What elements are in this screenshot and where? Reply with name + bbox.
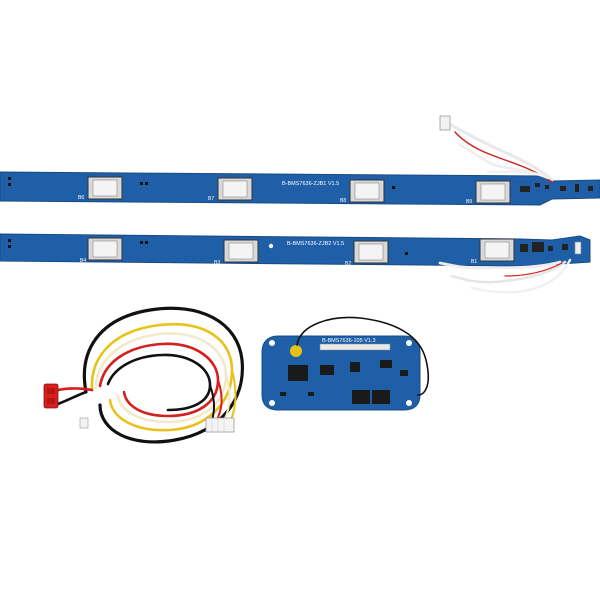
top-strip-pad-label-3: B8	[340, 198, 346, 204]
bottom-strip-pad-2	[223, 239, 259, 263]
top-strip-pad-2	[217, 177, 253, 201]
main-board-antenna-wire	[296, 316, 430, 396]
bottom-strip-pad-4	[479, 238, 515, 262]
top-strip-pad-label-2: B7	[208, 196, 214, 202]
top-strip-pad-3	[349, 179, 385, 203]
top-strip-label: B-BMS7636-ZJB1 V1.5	[282, 181, 339, 187]
main-board-label: B-BMS7636-105 V1.3	[322, 338, 376, 344]
top-strip-pad-label-1: B6	[78, 195, 84, 201]
bottom-strip-pad-label-4: B1	[471, 259, 477, 265]
white-connector	[205, 417, 235, 433]
bottom-strip-wire-bundle	[438, 258, 572, 294]
top-strip-board: B6 B7 B8 B9 B-BMS7636-ZJB1 V1.5	[0, 171, 600, 206]
top-strip-pad-label-4: B9	[466, 199, 472, 205]
small-white-connector	[79, 417, 89, 429]
bottom-strip-pad-label-2: B3	[214, 260, 220, 266]
bottom-strip-label: B-BMS7636-ZJB2 V1.5	[287, 241, 344, 247]
bottom-strip-pad-1	[87, 237, 123, 261]
bottom-strip-pad-label-3: B2	[345, 261, 351, 267]
bottom-strip-pad-3	[353, 240, 389, 264]
red-connector	[43, 383, 59, 409]
top-strip-pad-4	[475, 180, 511, 204]
top-strip-wire-bundle	[439, 115, 554, 183]
top-strip-pad-1	[87, 176, 123, 200]
bottom-strip-board: B4 B3 B2 B1 B-BMS7636-ZJB2 V1.5	[0, 233, 591, 267]
bottom-strip-pad-label-1: B4	[80, 258, 86, 264]
main-bms-board: B-BMS7636-105 V1.3	[261, 335, 421, 411]
